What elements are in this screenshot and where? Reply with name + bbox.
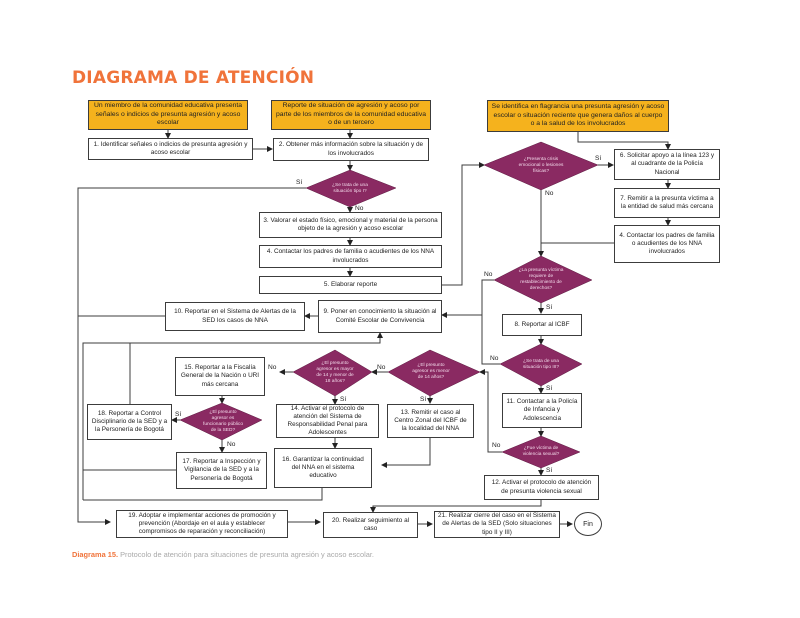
step-2: 2. Obtener más información sobre la situ… <box>273 138 429 161</box>
label-d7-no: No <box>268 364 277 371</box>
decision-diamond-d5 <box>501 435 581 469</box>
label-d2-no: No <box>545 190 554 197</box>
label-d3-yes: Sí <box>546 304 553 311</box>
decision-diamond-d3 <box>493 255 593 304</box>
connector <box>82 332 383 500</box>
decision-d7-text: ¿El presunto agresor es mayor de 14 y me… <box>316 361 354 384</box>
caption-prefix: Diagrama 15. <box>72 550 119 559</box>
decision-d1-text: ¿Se trata de una situación tipo I? <box>332 182 368 194</box>
label-d5-no: No <box>492 442 501 449</box>
label-d6-yes: Sí <box>420 396 427 403</box>
decision-d6-text: ¿El presunto agresor es menor de 14 años… <box>412 363 450 380</box>
label-d4-yes: Sí <box>546 385 553 392</box>
step-17: 17. Reportar a Inspección y Vigilancia d… <box>176 452 267 489</box>
start-box-flagrancy: Se identifica en flagrancia una presunta… <box>487 100 669 132</box>
end-node: Fin <box>574 512 602 536</box>
label-d6-no: No <box>377 364 386 371</box>
label-d1-no: No <box>355 205 364 212</box>
label-d2-yes: Sí <box>595 155 602 162</box>
step-12: 12. Activar el protocolo de atención de … <box>484 475 599 500</box>
decision-d8-text: ¿El presunto agresor es funcionario públ… <box>203 409 244 433</box>
decision-diamond-d4 <box>499 343 583 387</box>
label-d7-yes: Sí <box>340 396 347 403</box>
connector <box>577 131 671 150</box>
label-d8-yes: Sí <box>175 411 182 418</box>
start-box-report: Reporte de situación de agresión y acoso… <box>271 100 431 130</box>
step-15: 15. Reportar a la Fiscalía General de la… <box>175 357 265 396</box>
connectors <box>77 130 671 527</box>
decision-diamond-d6 <box>387 349 481 397</box>
start-box-community-member: Un miembro de la comunidad educativa pre… <box>88 100 248 130</box>
step-14: 14. Activar el protocolo de atención del… <box>276 404 379 438</box>
step-11: 11. Contactar a la Policía de Infancia y… <box>502 393 582 428</box>
decision-diamond-d7 <box>292 349 373 397</box>
step-9: 9. Poner en conocimiento la situación al… <box>318 300 442 333</box>
connector <box>441 279 494 318</box>
step-21: 21. Realizar cierre del caso en el Siste… <box>434 511 560 538</box>
step-20: 20. Realizar seguimiento al caso <box>323 512 418 538</box>
decision-shapes <box>179 141 599 469</box>
step-10: 10. Reportar en el Sistema de Alertas de… <box>165 302 305 331</box>
label-d5-yes: Sí <box>546 467 553 474</box>
step-19: 19. Adoptar e implementar acciones de pr… <box>116 510 288 538</box>
step-3: 3. Valorar el estado físico, emocional y… <box>259 212 442 238</box>
step-1: 1. Identificar señales o indicios de pre… <box>88 138 253 160</box>
connector <box>442 162 485 286</box>
decision-d3-text: ¿La presunta víctima requiere de restabl… <box>518 268 564 291</box>
label-d4-no: No <box>490 355 499 362</box>
step-13: 13. Remitir el caso al Centro Zonal del … <box>387 404 474 438</box>
step-6: 6. Solicitar apoyo a la línea 123 y al c… <box>614 149 720 180</box>
label-d8-no: No <box>227 441 236 448</box>
decision-diamond-d2 <box>483 141 599 191</box>
step-4: 4. Contactar los padres de familia o acu… <box>259 245 442 268</box>
label-d3-no: No <box>484 271 493 278</box>
decision-diamond-d1 <box>305 169 397 208</box>
connector <box>83 488 323 501</box>
step-4b: 4. Contactar los padres de familia o acu… <box>614 225 720 263</box>
connector <box>370 500 542 513</box>
caption-text: Protocolo de atención para situaciones d… <box>118 550 374 559</box>
step-5: 5. Elaborar reporte <box>259 276 442 294</box>
connector <box>77 187 306 525</box>
decision-d4-text: ¿Se trata de una situación tipo III? <box>523 359 559 370</box>
connector <box>479 369 502 453</box>
label-d1-yes: Sí <box>296 179 303 186</box>
step-16: 16. Garantizar la continuidad del NNA en… <box>274 448 372 488</box>
figure-caption: Diagrama 15. Protocolo de atención para … <box>72 550 374 559</box>
step-8: 8. Reportar al ICBF <box>502 314 582 336</box>
decision-d5-text: ¿Fue víctima de violencia sexual? <box>522 446 560 457</box>
decision-diamond-d8 <box>179 402 263 441</box>
decision-d2-text: ¿Presenta crisis emocional o lesiones fí… <box>518 157 564 174</box>
diagram-title: DIAGRAMA DE ATENCIÓN <box>72 68 315 88</box>
connector <box>381 438 431 468</box>
step-18: 18. Reportar a Control Disciplinario de … <box>87 404 172 440</box>
step-7: 7. Remitir a la presunta víctima a la en… <box>614 188 720 218</box>
connector <box>481 315 500 365</box>
